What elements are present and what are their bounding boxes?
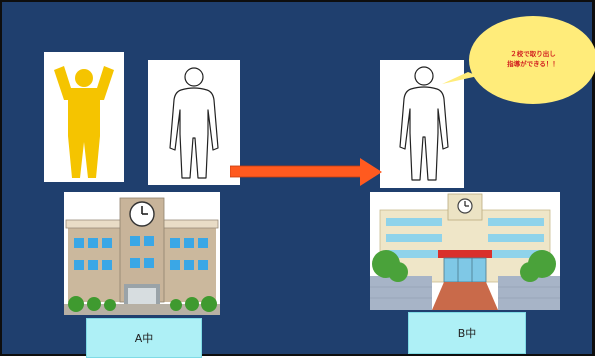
right-arrow-icon	[230, 158, 382, 186]
speech-bubble-line-2: 指導ができる！！	[507, 59, 559, 68]
person-outline-icon	[399, 66, 449, 181]
school-a-label: A中	[86, 318, 202, 358]
person-arms-raised-icon	[54, 66, 114, 178]
student-a-card	[148, 60, 240, 185]
school-building-b-icon	[370, 192, 560, 310]
school-b-label: B中	[408, 312, 526, 354]
school-b-label-text: B中	[457, 327, 477, 340]
speech-bubble: ２校で取り出し 指導ができる！！	[442, 16, 595, 104]
school-b-card	[370, 192, 560, 310]
speech-bubble-line-1: ２校で取り出し	[510, 49, 556, 58]
school-a-card	[64, 192, 220, 315]
school-building-a-icon	[64, 192, 220, 315]
person-outline-icon	[169, 67, 219, 179]
teacher-card	[44, 52, 124, 182]
school-a-label-text: A中	[134, 332, 154, 345]
